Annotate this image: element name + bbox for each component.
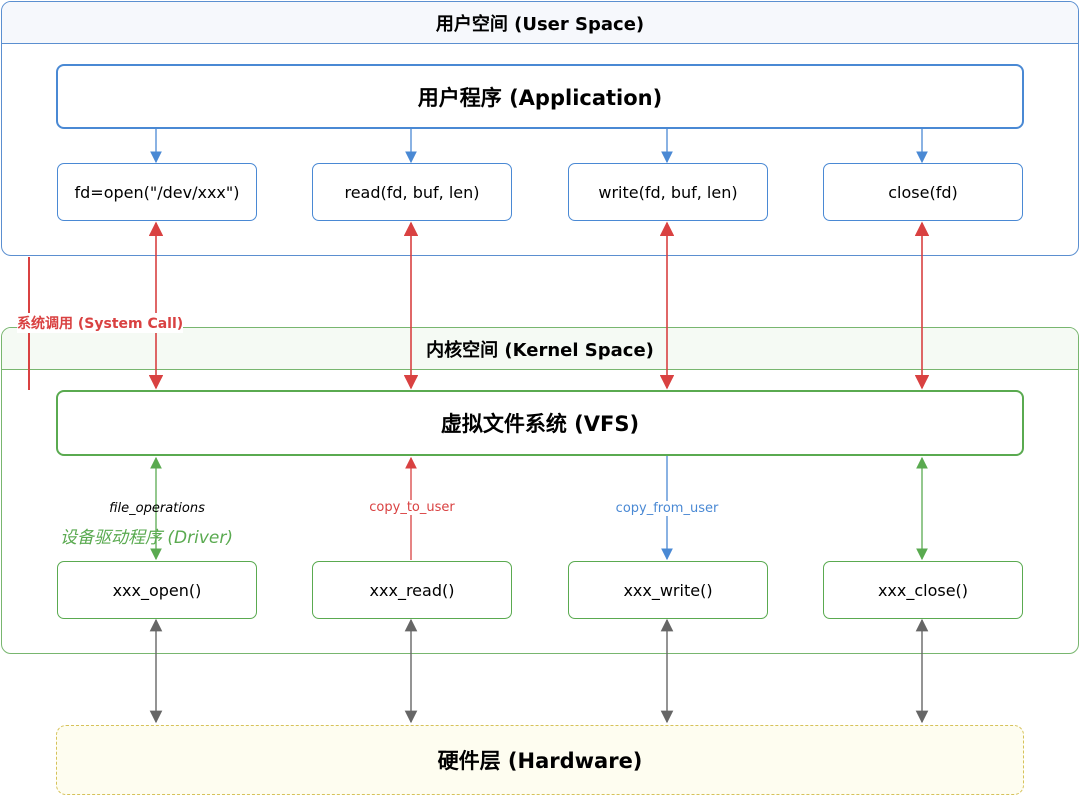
driver-read-box: xxx_read() (312, 561, 512, 619)
read-call-box: read(fd, buf, len) (312, 163, 512, 221)
system-call-label: 系统调用 (System Call) (17, 313, 184, 333)
hardware-box: 硬件层 (Hardware) (56, 725, 1024, 795)
vfs-box: 虚拟文件系统 (VFS) (56, 390, 1024, 456)
driver-write-box: xxx_write() (568, 561, 768, 619)
copy-from-user-label: copy_from_user (615, 501, 719, 516)
copy-to-user-label: copy_to_user (369, 500, 455, 515)
driver-open-box: xxx_open() (57, 561, 257, 619)
application-box: 用户程序 (Application) (56, 64, 1024, 129)
driver-close-box: xxx_close() (823, 561, 1023, 619)
write-call-box: write(fd, buf, len) (568, 163, 768, 221)
file-operations-label: file_operations (109, 501, 205, 516)
open-call-box: fd=open("/dev/xxx") (57, 163, 257, 221)
kernel-space-title: 内核空间 (Kernel Space) (2, 328, 1078, 370)
driver-label: 设备驱动程序 (Driver) (60, 528, 233, 548)
close-call-box: close(fd) (823, 163, 1023, 221)
user-space-title: 用户空间 (User Space) (2, 2, 1078, 44)
